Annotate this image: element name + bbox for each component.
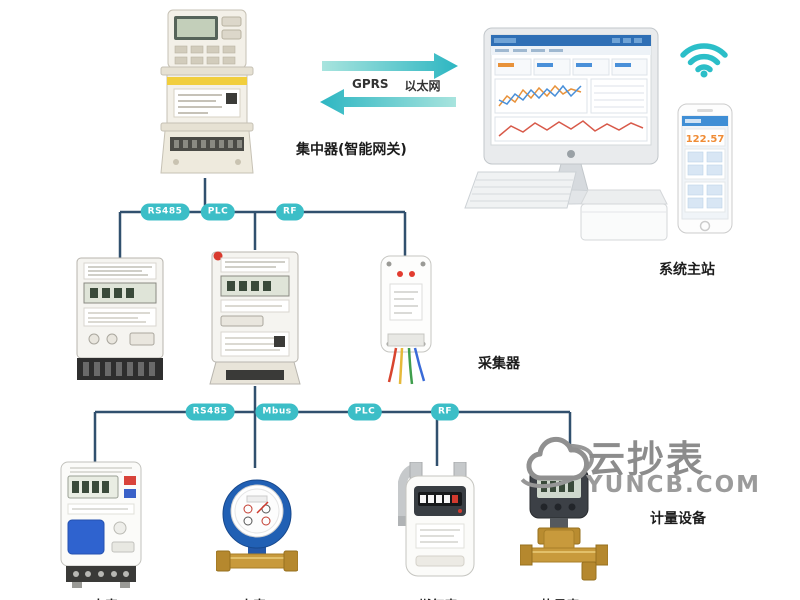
bus1-badge-rf: RF (275, 203, 305, 221)
watermark-domain: YUNCB.COM (586, 472, 762, 498)
server-box (580, 189, 668, 205)
collector-meter-2 (209, 251, 301, 385)
apple-logo-icon (567, 150, 575, 158)
water-meter-label: 水表 (218, 595, 288, 600)
electric-meter-label: 电表 (70, 595, 140, 600)
wifi-icon (680, 43, 728, 78)
bus2-badge-mbus: Mbus (255, 403, 299, 421)
concentrator-device (160, 9, 254, 174)
collector-module (380, 255, 432, 385)
ethernet-label: 以太网 (404, 79, 441, 93)
master-station-computer (464, 27, 668, 241)
electric-meter (60, 461, 142, 588)
bus2-badge-rs485: RS485 (185, 403, 235, 421)
gprs-label: GPRS (352, 77, 389, 91)
phone-reading-value: 122.57 (686, 134, 725, 145)
gprs-arrow-right (322, 53, 458, 79)
bus1-badge-plc: PLC (200, 203, 236, 221)
bus-lines (93, 178, 572, 470)
heat-meter-label: 热量表 (520, 595, 600, 600)
red-led-icon (409, 271, 415, 277)
collector-label: 采集器 (478, 356, 520, 372)
concentrator-label: 集中器(智能网关) (296, 142, 407, 158)
bus2-badge-plc: PLC (347, 403, 383, 421)
heat-meter (520, 467, 608, 581)
keyboard (464, 171, 577, 209)
home-button-icon (699, 220, 711, 232)
cloud-logo-icon (518, 436, 594, 489)
watermark-title: 云抄表 (588, 438, 705, 481)
gas-meter (398, 462, 475, 577)
master-station-label: 系统主站 (659, 262, 715, 278)
metering-devices-label: 计量设备 (650, 511, 706, 527)
gas-meter-label: 燃气表 (398, 595, 478, 600)
smartphone: 122.57 (677, 103, 733, 234)
water-meter (216, 479, 298, 572)
red-led-icon (458, 509, 462, 513)
bus1-badge-rs485: RS485 (140, 203, 190, 221)
collector-meter-1 (76, 257, 164, 380)
link-labels: GPRS 以太网 (352, 77, 441, 94)
red-led-icon (213, 251, 223, 261)
gprs-arrow-left (320, 89, 456, 115)
red-led-icon (397, 271, 403, 277)
bus2-badge-rf: RF (430, 403, 460, 421)
